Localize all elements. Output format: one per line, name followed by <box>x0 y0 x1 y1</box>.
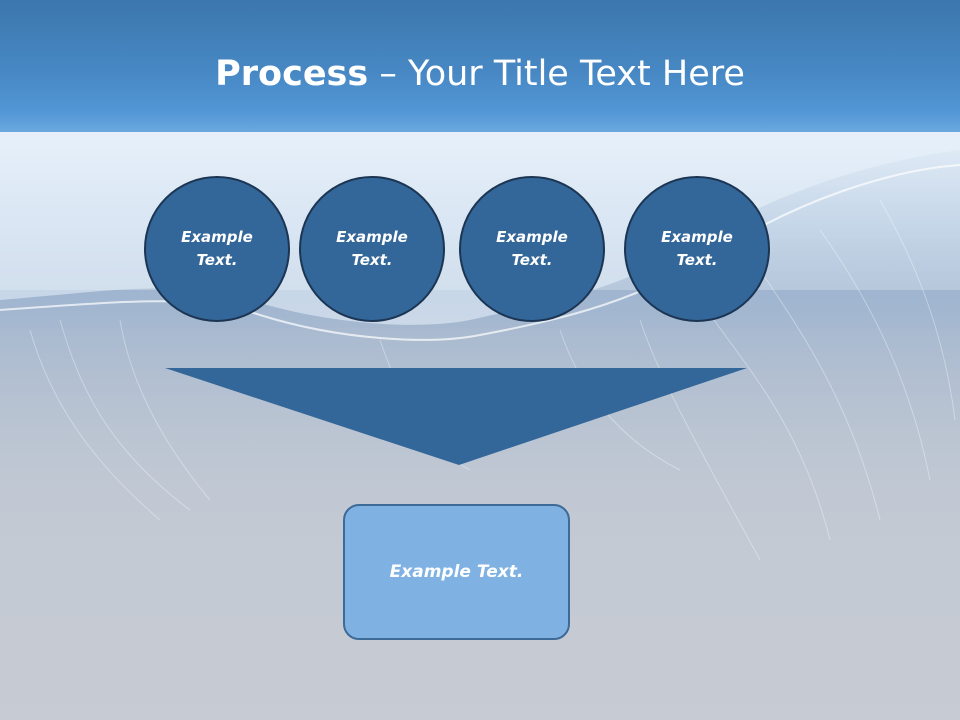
title-bold: Process <box>215 54 369 94</box>
step-label-line1: Example <box>336 228 408 246</box>
title-banner <box>0 0 960 132</box>
step-label-line1: Example <box>661 228 733 246</box>
step-label-line1: Example <box>496 228 568 246</box>
step-label-line1: Example <box>181 228 253 246</box>
step-label-line2: Text. <box>351 251 393 269</box>
process-step-2: Example Text. <box>299 176 445 322</box>
title-text: Your Title Text Here <box>407 54 745 94</box>
process-step-1: Example Text. <box>144 176 290 322</box>
step-label-line2: Text. <box>511 251 553 269</box>
step-label-line2: Text. <box>196 251 238 269</box>
process-step-3: Example Text. <box>459 176 605 322</box>
title-dash: – <box>368 54 408 94</box>
result-label: Example Text. <box>389 562 524 582</box>
slide-title: Process – Your Title Text Here <box>0 50 960 98</box>
step-label-line2: Text. <box>676 251 718 269</box>
result-box: Example Text. <box>343 504 570 640</box>
process-step-4: Example Text. <box>624 176 770 322</box>
